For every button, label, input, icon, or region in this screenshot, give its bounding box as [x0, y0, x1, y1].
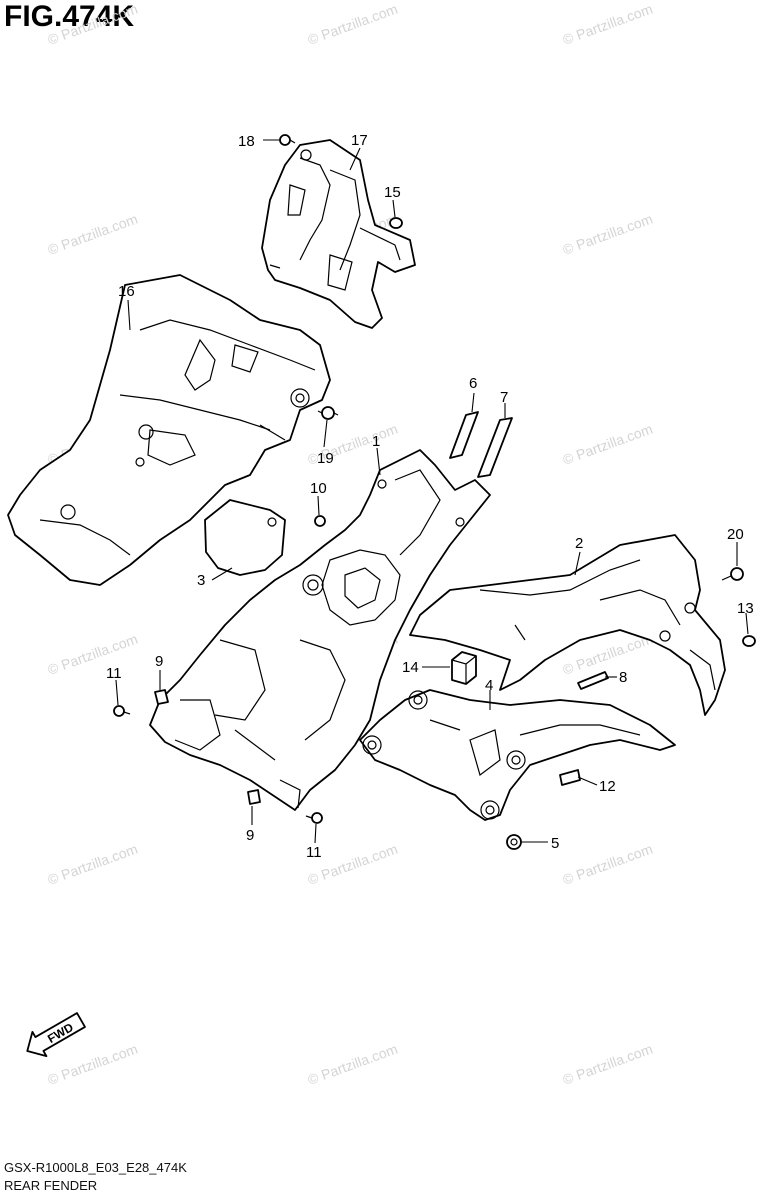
part-19-bolt: [317, 406, 339, 420]
part-11-screw-upper: [113, 705, 131, 717]
part-9-clip-lower: [247, 789, 261, 805]
part-20-bolt: [721, 567, 744, 581]
watermark: © Partzilla.com: [46, 211, 140, 258]
callout-19: 19: [317, 450, 334, 467]
callout-8: 8: [619, 669, 627, 686]
figure-title: FIG.474K: [4, 0, 135, 33]
callout-13: 13: [737, 600, 754, 617]
callout-18: 18: [238, 133, 255, 150]
callout-11: 11: [106, 665, 122, 682]
callout-20: 20: [727, 526, 744, 543]
part-1-rear-fender: [149, 449, 491, 811]
part-7-strip: [477, 417, 513, 478]
callout-15: 15: [384, 184, 401, 201]
part-11-screw-lower: [305, 812, 323, 824]
callout-7: 7: [500, 389, 508, 406]
part-18-screw: [279, 134, 296, 146]
callout-1: 1: [372, 433, 380, 450]
part-8-strip: [577, 671, 609, 690]
part-10-nut: [314, 515, 326, 527]
callout-labels: 18 17 15 16 6 7 1 19 10 2 20 13 3 14 8 4…: [106, 132, 754, 861]
watermark: © Partzilla.com: [306, 1, 400, 48]
part-9-clip-upper: [154, 689, 169, 705]
fwd-arrow-icon: FWD: [26, 1012, 86, 1058]
callout-4: 4: [485, 677, 493, 694]
part-4-lower-bracket: [359, 689, 676, 821]
part-12-bolt: [559, 769, 581, 786]
part-6-strip: [449, 411, 479, 459]
watermark: © Partzilla.com: [561, 841, 655, 888]
watermark: © Partzilla.com: [561, 421, 655, 468]
callout-9: 9: [155, 653, 163, 670]
watermark: © Partzilla.com: [561, 211, 655, 258]
watermark: © Partzilla.com: [46, 841, 140, 888]
diagram-name: REAR FENDER: [4, 1178, 98, 1193]
watermark: © Partzilla.com: [46, 1041, 140, 1088]
part-17-bracket: [261, 139, 416, 329]
callout-10: 10: [310, 480, 327, 497]
part-14-pad: [451, 651, 477, 685]
watermark: © Partzilla.com: [561, 1, 655, 48]
callout-2: 2: [575, 535, 583, 552]
part-5-nut: [506, 834, 522, 850]
part-13-washer: [742, 635, 756, 647]
part-2-fender-extension: [409, 534, 726, 716]
watermark: © Partzilla.com: [46, 1, 140, 48]
watermark: © Partzilla.com: [561, 1041, 655, 1088]
callout-5: 5: [551, 835, 559, 852]
watermark: © Partzilla.com: [306, 1041, 400, 1088]
callout-16: 16: [118, 283, 135, 300]
leader-lines: [115, 139, 749, 844]
callout-11: 11: [306, 844, 322, 861]
callout-12: 12: [599, 778, 616, 795]
part-3-panel: [204, 499, 286, 576]
callout-3: 3: [197, 572, 205, 589]
part-16-undertray: [7, 274, 331, 586]
watermark: © Partzilla.com: [46, 631, 140, 678]
callout-14: 14: [402, 659, 419, 676]
callout-17: 17: [351, 132, 368, 149]
callout-9: 9: [246, 827, 254, 844]
part-15-grommet: [389, 217, 403, 229]
diagram-code: GSX-R1000L8_E03_E28_474K: [4, 1160, 187, 1175]
callout-6: 6: [469, 375, 477, 392]
